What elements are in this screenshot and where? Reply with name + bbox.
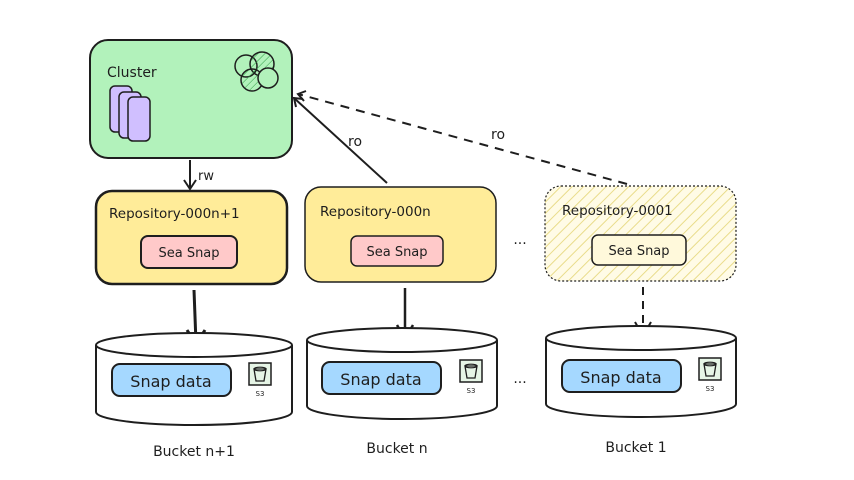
snap-data-label: Snap data <box>130 372 211 391</box>
s3-bucket-icon <box>248 362 272 386</box>
snap-data-label: Snap data <box>580 368 661 387</box>
arrow-ro-n-label: ro <box>348 134 362 150</box>
repository-box: Repository-000n Sea Snap <box>304 186 497 283</box>
arrow-ro-0001 <box>296 90 628 185</box>
arrow-rw-label: rw <box>198 169 214 184</box>
s3-bucket-icon <box>459 359 483 383</box>
bucket-cylinder: Snap data S3 <box>306 327 498 420</box>
s3-label: S3 <box>706 385 715 393</box>
ellipsis: ... <box>513 371 526 387</box>
bucket-label: Bucket 1 <box>605 440 666 456</box>
repository-label: Repository-000n+1 <box>109 206 240 222</box>
server-nodes-icon <box>109 85 151 142</box>
s3-label: S3 <box>256 390 265 398</box>
snap-data-label: Snap data <box>340 370 421 389</box>
elastic-logo-icon <box>234 51 279 92</box>
bucket-cylinder: Snap data S3 <box>95 332 293 426</box>
repository-label: Repository-000n <box>320 204 431 220</box>
repository-label: Repository-0001 <box>562 203 673 219</box>
sea-snap-label: Sea Snap <box>366 245 427 260</box>
sea-snap-label: Sea Snap <box>608 244 669 259</box>
bucket-cylinder: Snap data S3 <box>545 325 737 418</box>
s3-label: S3 <box>467 387 476 395</box>
arrow-ro-n <box>292 96 388 184</box>
cluster-box: Cluster <box>89 39 293 159</box>
cluster-label: Cluster <box>107 65 157 81</box>
bucket-label: Bucket n+1 <box>153 444 235 460</box>
repository-box: Repository-000n+1 Sea Snap <box>94 189 289 286</box>
repository-box: Repository-0001 Sea Snap <box>544 185 737 282</box>
bucket-label: Bucket n <box>366 441 427 457</box>
s3-bucket-icon <box>698 357 722 381</box>
sea-snap-label: Sea Snap <box>158 246 219 261</box>
arrow-ro-0001-label: ro <box>491 127 505 143</box>
arrow-rw <box>183 160 197 191</box>
ellipsis: ... <box>513 232 526 248</box>
